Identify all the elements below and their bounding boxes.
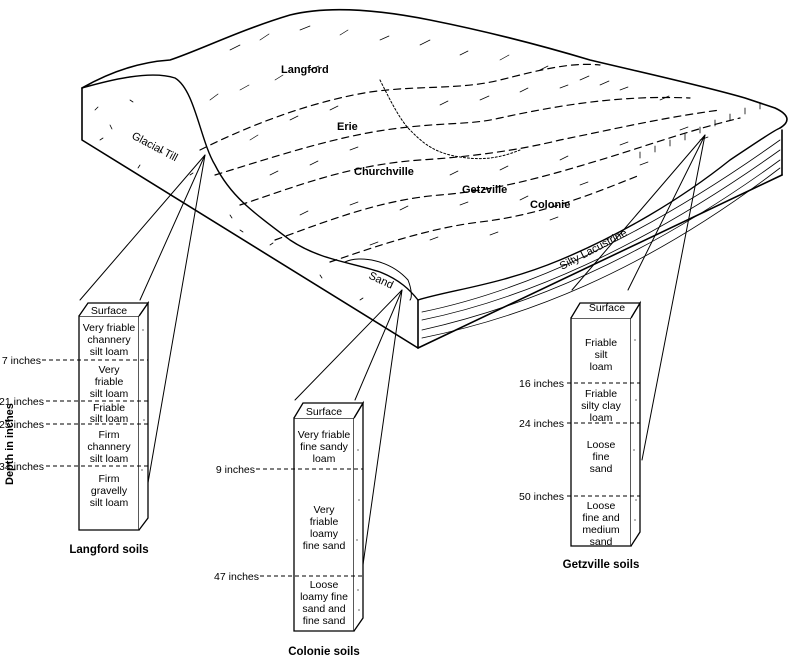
- layer-text: Very friable fine sandy loam Very friabl…: [298, 429, 351, 627]
- depth-label: 34 inches: [0, 461, 44, 473]
- svg-text:silt loam: silt loam: [90, 497, 129, 509]
- depth-axis-label: Depth in inches: [4, 403, 16, 485]
- svg-text:Friable: Friable: [585, 388, 617, 400]
- column-surface-label: Surface: [306, 406, 342, 418]
- label-churchville: Churchville: [354, 166, 414, 178]
- right-face-bottom: [417, 174, 783, 349]
- svg-text:sand: sand: [590, 536, 613, 548]
- column-stipple: [141, 329, 637, 611]
- svg-text:loam: loam: [590, 361, 613, 373]
- svg-text:friable: friable: [95, 376, 124, 388]
- column-top: [293, 402, 365, 419]
- getzville-column: Surface 16 inches 24 inches 50 inches Fr…: [519, 300, 642, 571]
- svg-text:fine sand: fine sand: [303, 540, 346, 552]
- svg-text:loamy: loamy: [310, 528, 339, 540]
- column-surface-label: Surface: [589, 302, 625, 314]
- colonie-column: Surface 9 inches 47 inches Very friable …: [214, 400, 365, 658]
- landscape-block: [79, 8, 788, 601]
- label-erie: Erie: [337, 121, 358, 133]
- layer-text: Very friable channery silt loam Very fri…: [83, 322, 136, 509]
- surface-hatching: [209, 25, 709, 246]
- svg-text:Firm: Firm: [99, 473, 120, 485]
- svg-text:silt loam: silt loam: [90, 388, 129, 400]
- langford-column: Surface 7 inches 21 inches 25 inches 34 …: [0, 300, 150, 556]
- svg-text:Firm: Firm: [99, 429, 120, 441]
- depth-label: 50 inches: [519, 491, 564, 503]
- left-face-edge: [81, 87, 419, 349]
- left-face-profile: [81, 74, 419, 301]
- svg-text:Very friable: Very friable: [298, 429, 351, 441]
- column-top: [570, 302, 642, 319]
- right-face-top: [417, 127, 781, 301]
- depth-label: 7 inches: [2, 355, 41, 367]
- svg-text:gravelly: gravelly: [91, 485, 128, 497]
- svg-text:fine and: fine and: [582, 512, 620, 524]
- svg-text:sand and: sand and: [302, 603, 345, 615]
- svg-text:loam: loam: [313, 453, 336, 465]
- svg-text:Very friable: Very friable: [83, 322, 136, 334]
- layer-text: Friable silt loam Friable silty clay loa…: [581, 337, 621, 548]
- svg-text:medium: medium: [582, 524, 620, 536]
- leader-lines: [79, 134, 706, 601]
- label-glacial-till: Glacial Till: [130, 130, 180, 164]
- surface-outline: [81, 8, 788, 129]
- column-name: Langford soils: [69, 544, 148, 556]
- svg-text:fine sand: fine sand: [303, 615, 346, 627]
- column-surface-label: Surface: [91, 305, 127, 317]
- column-name: Colonie soils: [288, 646, 360, 658]
- label-getzville: Getzville: [462, 184, 507, 196]
- depth-label: 16 inches: [519, 378, 564, 390]
- svg-text:silt loam: silt loam: [90, 453, 129, 465]
- svg-text:silt loam: silt loam: [90, 346, 129, 358]
- depth-label: 21 inches: [0, 396, 44, 408]
- svg-text:silty clay: silty clay: [581, 400, 621, 412]
- label-silty-lacustrine: Silty Lacustrine: [558, 227, 629, 273]
- depth-lines: [256, 468, 363, 577]
- svg-text:friable: friable: [310, 516, 339, 528]
- label-langford: Langford: [281, 64, 329, 76]
- svg-text:loamy fine: loamy fine: [300, 591, 348, 603]
- svg-text:Friable: Friable: [585, 337, 617, 349]
- svg-text:Loose: Loose: [310, 579, 339, 591]
- svg-text:sand: sand: [590, 463, 613, 475]
- svg-text:Friable: Friable: [93, 402, 125, 414]
- column-side: [138, 300, 149, 531]
- column-name: Getzville soils: [563, 559, 640, 571]
- svg-text:silt: silt: [595, 349, 608, 361]
- svg-text:Loose: Loose: [587, 439, 616, 451]
- label-colonie: Colonie: [530, 199, 570, 211]
- depth-lines: [42, 359, 148, 467]
- column-side: [353, 400, 364, 632]
- soil-boundaries: [199, 63, 741, 263]
- column-top: [78, 302, 150, 317]
- svg-text:channery: channery: [87, 334, 131, 346]
- svg-text:fine: fine: [593, 451, 610, 463]
- svg-text:Very: Very: [313, 504, 335, 516]
- stream: [379, 79, 521, 160]
- depth-label: 47 inches: [214, 571, 259, 583]
- depth-lines: [567, 382, 640, 497]
- depth-label: 25 inches: [0, 419, 44, 431]
- svg-text:channery: channery: [87, 441, 131, 453]
- till-texture: [94, 99, 364, 301]
- svg-text:silt loam: silt loam: [90, 413, 129, 425]
- label-sand: Sand: [367, 270, 395, 292]
- depth-label: 9 inches: [216, 464, 255, 476]
- svg-text:Loose: Loose: [587, 500, 616, 512]
- sand-lens: [344, 258, 412, 301]
- svg-text:Very: Very: [98, 364, 120, 376]
- column-side: [630, 300, 641, 547]
- depth-label: 24 inches: [519, 418, 564, 430]
- lacustrine-ticks: [639, 102, 761, 159]
- svg-text:loam: loam: [590, 412, 613, 424]
- svg-text:fine sandy: fine sandy: [300, 441, 349, 453]
